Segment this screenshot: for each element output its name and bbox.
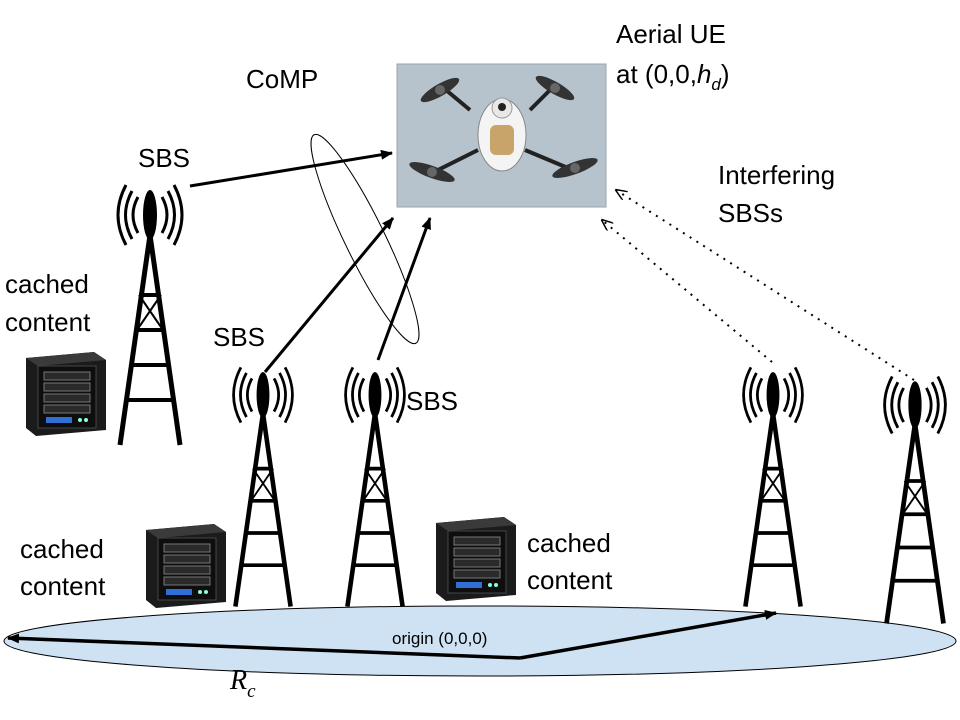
interference-arrow — [616, 190, 915, 381]
link-arrow — [189, 149, 393, 188]
link-arrow — [376, 217, 432, 361]
drone-icon — [396, 63, 607, 208]
radius-label: Rc — [229, 665, 256, 702]
cell-tower-icon — [118, 185, 182, 445]
aerial-ue-label: Aerial UE — [616, 19, 726, 49]
radius-arrow — [7, 633, 521, 660]
sbs-label: SBS — [406, 386, 458, 416]
cached-content-label: cached — [527, 528, 611, 558]
aerial-ue-position: at (0,0,hd) — [616, 59, 730, 94]
cached-content-label: cached — [5, 269, 89, 299]
server-icon — [435, 516, 517, 602]
sbs-label: SBS — [138, 143, 190, 173]
cached-content-label: cached — [20, 534, 104, 564]
interfering-label: SBSs — [718, 198, 783, 228]
cell-tower-icon — [346, 367, 405, 606]
cached-content-label: content — [5, 307, 91, 337]
interfering-label: Interfering — [718, 160, 835, 190]
comp-ellipse — [310, 133, 420, 345]
cached-content-label: content — [20, 571, 106, 601]
link-arrow — [263, 217, 395, 373]
sbs-label: SBS — [213, 322, 265, 352]
server-icon — [145, 523, 227, 609]
comp-label: CoMP — [246, 64, 318, 94]
interference-arrow — [602, 220, 773, 363]
cell-tower-icon — [885, 377, 946, 624]
cell-tower-icon — [744, 367, 803, 606]
server-icon — [25, 351, 107, 437]
origin-label: origin (0,0,0) — [392, 629, 487, 648]
cached-content-label: content — [527, 565, 613, 595]
radius-arrow — [519, 609, 777, 660]
cell-tower-icon — [234, 367, 293, 606]
